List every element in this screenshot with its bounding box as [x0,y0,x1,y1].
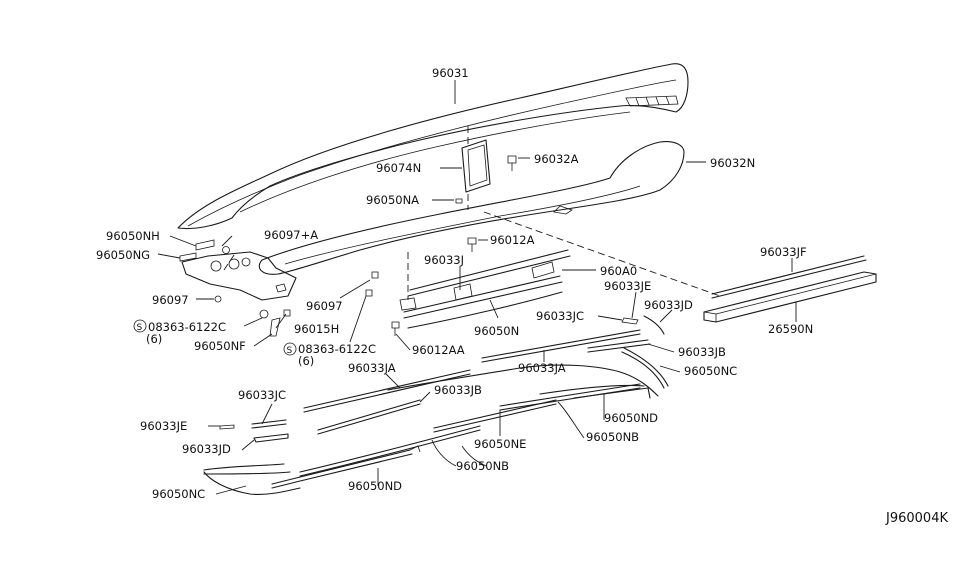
spoiler-96031 [177,63,689,230]
label-96012A: 96012A [490,233,535,247]
middle-strips [303,329,659,435]
lower-left-strips [203,419,481,495]
label-96033JB-right: 96033JB [678,345,726,359]
label-qty-6-left: (6) [146,332,162,346]
lamp-26590N [703,271,877,323]
label-960A0: 960A0 [600,264,637,278]
label-96050ND-right: 96050ND [604,411,658,425]
label-qty-6-center: (6) [298,354,314,368]
label-96031: 96031 [432,66,469,80]
guide-lines [223,126,721,300]
label-96050N: 96050N [474,324,519,338]
label-96050NH: 96050NH [106,229,160,243]
label-96050ND-left: 96050ND [348,479,402,493]
label-96097-center: 96097 [306,299,343,313]
label-96033JA-right: 96033JA [518,361,566,375]
label-96050NG: 96050NG [96,248,150,262]
label-08363-6122C-left: 08363-6122C [148,320,226,334]
label-96033JE-left: 96033JE [140,419,187,433]
label-96033JC-right: 96033JC [536,309,584,323]
label-96097-plus-A: 96097+A [264,228,318,242]
label-96074N: 96074N [376,161,421,175]
label-96032A: 96032A [534,152,579,166]
label-96050NA: 96050NA [366,193,419,207]
label-96033JA-left: 96033JA [348,361,396,375]
right-small-pieces [587,315,669,389]
label-96050NC-right: 96050NC [684,364,737,378]
label-96050NB-right: 96050NB [586,430,639,444]
garnish-assembly-96050N [399,249,571,329]
diagram-reference-id: J960004K [885,511,948,526]
label-96033JE-right: 96033JE [604,279,651,293]
label-96097-left: 96097 [152,293,189,307]
label-96033J: 96033J [424,253,464,267]
svg-text:S: S [287,346,293,356]
label-08363-6122C-center: 08363-6122C [298,342,376,356]
label-96033JD-left: 96033JD [182,442,231,456]
label-96050NC-left: 96050NC [152,487,205,501]
label-96050NE: 96050NE [474,437,526,451]
label-96050NF: 96050NF [194,339,246,353]
center-pad-96074N [365,139,517,336]
label-26590N: 26590N [768,322,813,336]
label-96015H: 96015H [294,322,339,336]
label-96032N: 96032N [710,156,755,170]
label-96033JF: 96033JF [760,245,807,259]
label-96012AA: 96012AA [412,343,465,357]
svg-text:S: S [137,323,143,333]
label-96033JB-left: 96033JB [434,383,482,397]
label-96033JD-right: 96033JD [644,298,693,312]
strip-96033JF [711,255,867,299]
label-96050NB-left: 96050NB [456,459,509,473]
leader-lines [157,80,797,495]
screw-symbol-center: S [283,342,297,356]
screw-symbol-left: S [133,319,147,333]
part-labels: 96031 96074N 96032A 96032N 96050NA 96012… [96,66,948,526]
bracket-cluster [179,239,297,337]
label-96033JC-left: 96033JC [238,388,286,402]
spoiler-lower-96032N [258,141,685,275]
